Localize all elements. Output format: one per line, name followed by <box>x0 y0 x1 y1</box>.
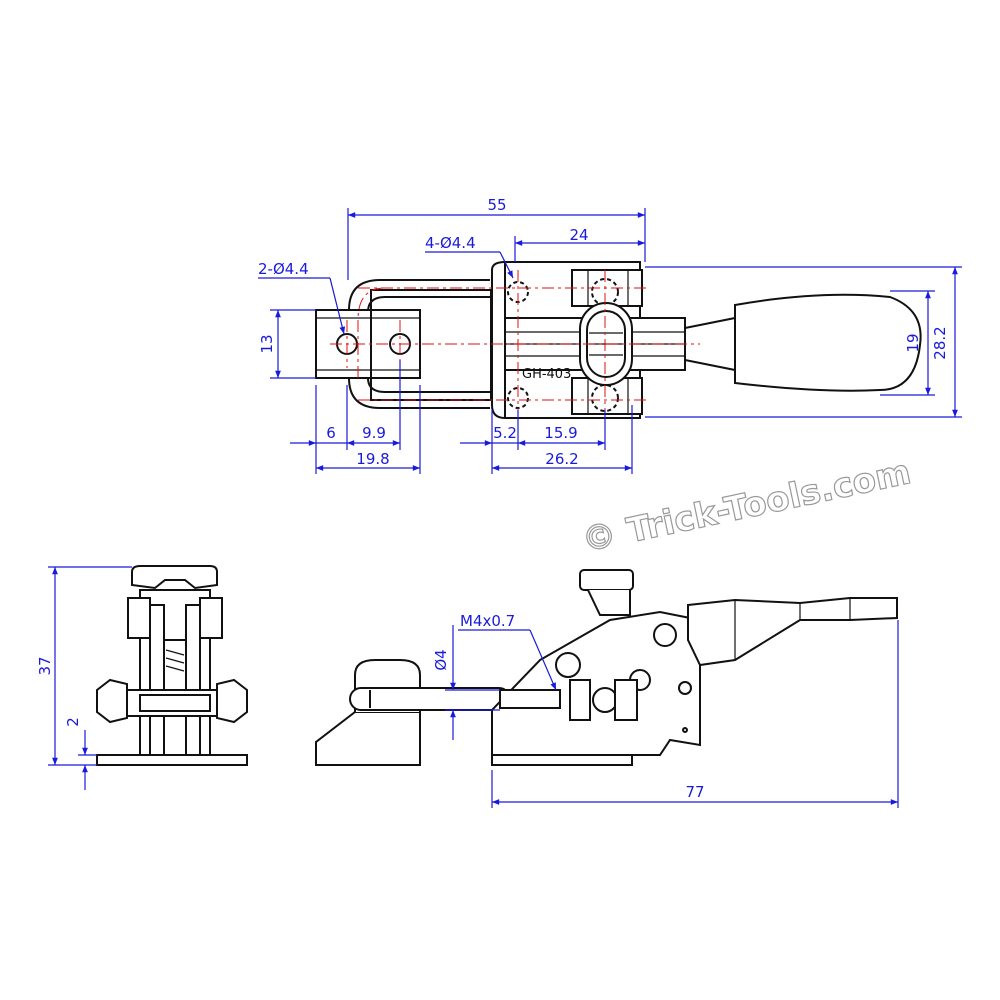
dim-28-2: 28.2 <box>931 326 949 359</box>
dim-6: 6 <box>326 424 336 442</box>
top-view: GH-403 <box>315 261 922 419</box>
side-view <box>315 569 898 766</box>
end-view <box>96 565 248 766</box>
dim-19-8: 19.8 <box>356 450 389 468</box>
dim-5-2: 5.2 <box>493 424 517 442</box>
side-view-dimensions: Ø4 M4x0.7 77 <box>432 612 899 808</box>
dim-13: 13 <box>258 334 276 353</box>
dim-9-9: 9.9 <box>362 424 386 442</box>
part-marking: GH-403 <box>522 367 571 382</box>
dim-55: 55 <box>487 196 506 214</box>
dim-24: 24 <box>569 226 588 244</box>
dim-thread: M4x0.7 <box>460 612 515 630</box>
dim-37: 37 <box>36 656 54 675</box>
dim-rod-diameter: Ø4 <box>432 649 450 670</box>
top-view-dimensions: 55 24 4-Ø4.4 2-Ø4.4 13 19 28.2 6 9.9 19.… <box>258 196 962 474</box>
dim-4-holes: 4-Ø4.4 <box>425 234 476 252</box>
end-view-dimensions: 37 2 <box>36 566 132 790</box>
dim-19: 19 <box>904 333 922 352</box>
dim-26-2: 26.2 <box>545 450 578 468</box>
dim-2-holes: 2-Ø4.4 <box>258 260 309 278</box>
dim-77: 77 <box>685 783 704 801</box>
dim-15-9: 15.9 <box>544 424 577 442</box>
dim-2: 2 <box>64 717 82 727</box>
